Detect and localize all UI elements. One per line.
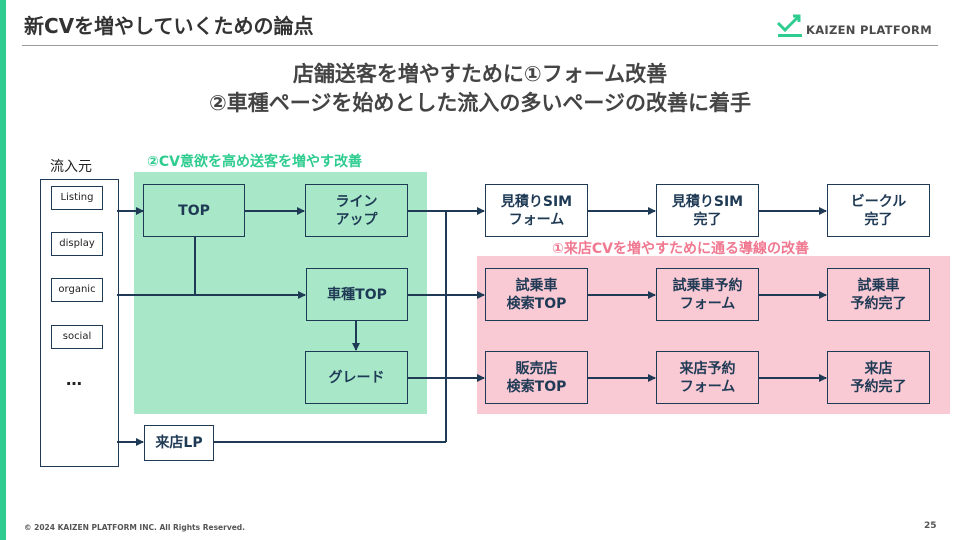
node-store-lp: 来店LP [144, 425, 214, 461]
node-quote-done: 見積りSIM 完了 [656, 184, 759, 237]
accent-bar [0, 0, 6, 540]
node-testdrive-form: 試乗車予約 フォーム [656, 268, 759, 321]
copyright-footer: © 2024 KAIZEN PLATFORM INC. All Rights R… [24, 523, 246, 532]
source-listing: Listing [51, 186, 103, 210]
node-testdrive-search: 試乗車 検索TOP [485, 268, 588, 321]
node-testdrive-done: 試乗車 予約完了 [827, 268, 930, 321]
headline-line-2: ②車種ページを始めとした流入の多いページの改善に着手 [209, 91, 751, 115]
title-divider [22, 45, 938, 46]
green-zone-label: ②CV意欲を高め送客を増やす改善 [147, 154, 362, 170]
node-vehicle-done: ビークル 完了 [827, 184, 930, 237]
slide-title: 新CVを増やしていくための論点 [24, 14, 314, 38]
node-top: TOP [143, 184, 245, 237]
node-lineup: ライン アップ [305, 184, 408, 237]
headline-line-1: 店舗送客を増やすために①フォーム改善 [292, 62, 668, 86]
node-dealer-search: 販売店 検索TOP [485, 351, 588, 404]
source-label: 流入元 [50, 159, 92, 175]
source-display: display [51, 232, 103, 256]
source-organic: organic [51, 278, 103, 302]
logo-text: KAIZEN PLATFORM [806, 23, 932, 37]
trend-up-icon [776, 14, 802, 37]
company-logo: KAIZEN PLATFORM [776, 14, 940, 40]
source-container [40, 179, 119, 467]
source-more: … [66, 370, 83, 389]
node-visit-form: 来店予約 フォーム [656, 351, 759, 404]
node-grade: グレード [305, 351, 408, 404]
pink-zone-label: ①来店CVを増やすために通る導線の改善 [552, 241, 809, 257]
node-model-top: 車種TOP [306, 268, 408, 321]
node-visit-done: 来店 予約完了 [827, 351, 930, 404]
source-social: social [51, 325, 103, 349]
headline: 店舗送客を増やすために①フォーム改善 ②車種ページを始めとした流入の多いページの… [0, 60, 960, 118]
node-quote-form: 見積りSIM フォーム [485, 184, 588, 237]
page-number: 25 [924, 521, 937, 531]
